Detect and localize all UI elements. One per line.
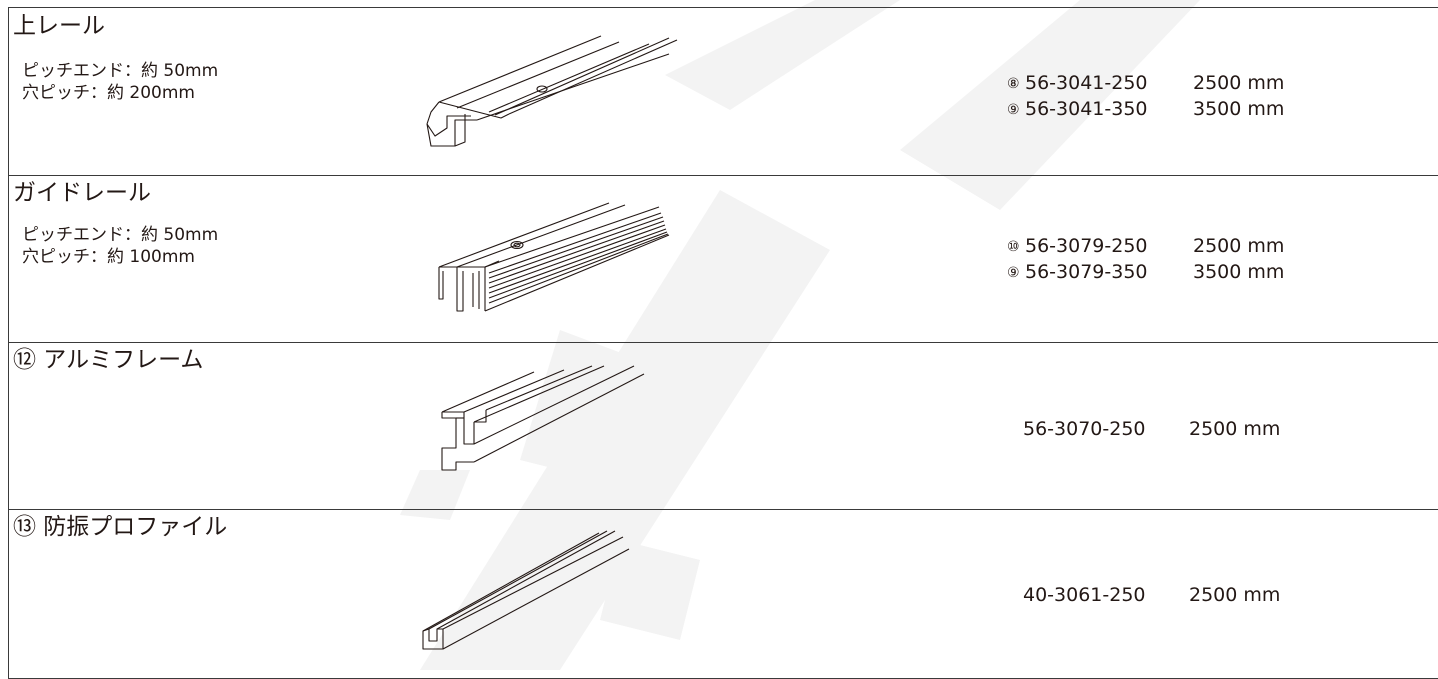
anti-vibration-profile-drawing [422,530,630,650]
length: 2500 mm [1193,72,1285,94]
product-row-guide-rail: ガイドレール ピッチエンド：約 50mm 穴ピッチ：約 100mm [8,175,1438,343]
spec-hole-pitch: 穴ピッチ：約 200mm [22,83,195,103]
length: 2500 mm [1189,418,1281,440]
product-specs: ピッチエンド：約 50mm 穴ピッチ：約 100mm [22,224,218,268]
product-row-anti-vibration-profile: ⑬ 防振プロファイル 40-3061-250 2500 mm [8,509,1438,679]
product-title: ⑬ 防振プロファイル [13,514,228,540]
article-number: 56-3041-250 [1025,72,1148,94]
code-line: ⑧ 56-3041-250 2500 mm [1007,71,1284,97]
product-title: ガイドレール [13,180,151,206]
code-line: 40-3061-250 2500 mm [1023,583,1280,608]
product-specs: ピッチエンド：約 50mm 穴ピッチ：約 200mm [22,60,218,104]
product-codes: ⑧ 56-3041-250 2500 mm ⑨ 56-3041-350 3500 mm [1007,71,1284,123]
product-codes: 56-3070-250 2500 mm [1023,417,1280,442]
length: 3500 mm [1193,98,1285,120]
item-number-mark: ⑨ [1007,265,1020,281]
length: 2500 mm [1193,235,1285,257]
product-codes: ⑩ 56-3079-250 2500 mm ⑨ 56-3079-350 3500 mm [1007,234,1284,286]
code-line: ⑨ 56-3041-350 3500 mm [1007,97,1284,123]
article-number: 56-3079-250 [1025,235,1148,257]
product-title: ⑫ アルミフレーム [13,347,204,373]
item-number-mark: ⑩ [1007,239,1020,255]
length: 3500 mm [1193,261,1285,283]
article-number: 56-3041-350 [1025,98,1148,120]
spec-hole-pitch: 穴ピッチ：約 100mm [22,247,195,267]
aluminium-frame-drawing [441,365,645,471]
upper-rail-drawing [426,35,678,147]
length: 2500 mm [1189,584,1281,606]
article-number: 40-3061-250 [1023,584,1146,606]
spec-pitch-end: ピッチエンド：約 50mm [22,225,219,245]
product-row-aluminium-frame: ⑫ アルミフレーム 56-3070-250 2500 mm [8,342,1438,510]
item-number-mark: ⑧ [1007,76,1020,92]
code-line: ⑩ 56-3079-250 2500 mm [1007,234,1284,260]
product-codes: 40-3061-250 2500 mm [1023,583,1280,608]
code-line: ⑨ 56-3079-350 3500 mm [1007,260,1284,286]
item-number-mark: ⑨ [1007,102,1020,118]
product-title: 上レール [13,13,105,39]
article-number: 56-3070-250 [1023,418,1146,440]
guide-rail-drawing [438,202,670,312]
code-line: 56-3070-250 2500 mm [1023,417,1280,442]
product-row-upper-rail: 上レール ピッチエンド：約 50mm 穴ピッチ：約 200mm [8,7,1438,176]
spec-pitch-end: ピッチエンド：約 50mm [22,61,219,81]
article-number: 56-3079-350 [1025,261,1148,283]
